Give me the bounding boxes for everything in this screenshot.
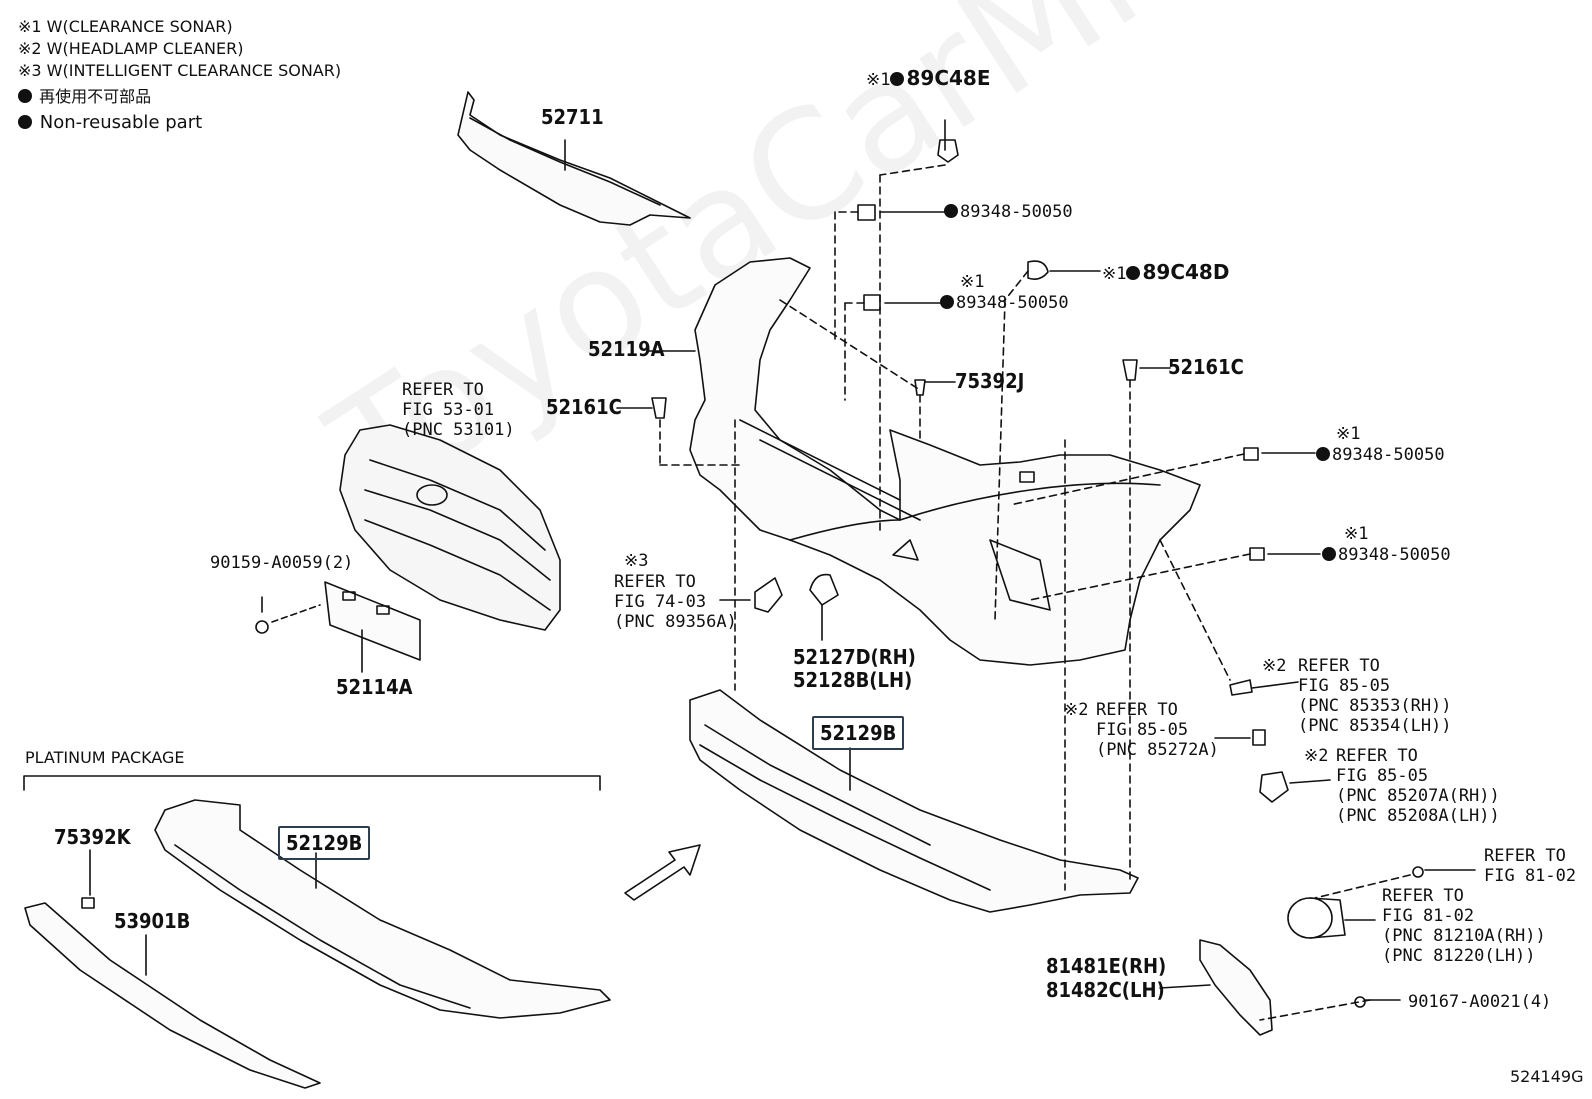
part-52119a-bumper-cover [689,257,1201,666]
note-cleaner-clip: ※2 [1064,700,1089,720]
legend-item-3: ※3 W(INTELLIGENT CLEARANCE SONAR) [18,61,342,80]
label-52119a: 52119A [588,337,665,361]
figure-id: 524149G [1510,1067,1584,1086]
label-89348-a: 89348-50050 [944,202,1073,222]
nonreusable-icon [1322,547,1336,561]
label-53901b: 53901B [114,909,191,933]
legend-jp-text: 再使用不可部品 [39,87,152,106]
legend-nonreusable-en: Non-reusable part [18,112,202,134]
label-89c48e: ※1 89C48E [866,68,991,90]
note-sonar: ※3 [624,551,649,571]
bullet-icon [18,115,32,129]
label-52127d: 52127D(RH) [793,645,916,669]
direction-arrow [624,844,701,901]
label-52161c-right: 52161C [1168,355,1244,379]
part-grille [339,424,561,631]
label-89348-b: 89348-50050 [940,293,1069,313]
part-81481e-fog-bezel [1199,939,1273,1036]
platinum-package-label: PLATINUM PACKAGE [25,748,185,767]
part-number: 89C48D [1142,260,1230,284]
part-52129b-lower-spoiler [689,689,1139,913]
label-90167: 90167-A0021(4) [1408,992,1552,1012]
ref-sonar: REFER TO FIG 74-03 (PNC 89356A) [614,572,737,632]
ref-grille: REFER TO FIG 53-01 (PNC 53101) [402,380,515,440]
ref-cleaner-nozzle: REFER TO FIG 85-05 (PNC 85207A(RH)) (PNC… [1336,746,1500,826]
nonreusable-icon [890,72,905,86]
label-89c48d: ※1 89C48D [1102,262,1229,284]
label-75392j: 75392J [955,369,1025,393]
note-cleaner-nozzle: ※2 [1304,746,1329,766]
part-number: 89348-50050 [956,293,1069,313]
part-number: 89348-50050 [1338,545,1451,565]
part-number: 89C48E [906,66,991,90]
part-number: 89348-50050 [960,202,1073,222]
legend-item-2: ※2 W(HEADLAMP CLEANER) [18,39,244,58]
part-52129b-platinum-spoiler [154,799,611,1019]
label-81481e: 81481E(RH) [1046,954,1167,978]
note-mark: ※1 [866,70,891,90]
ref-cleaner-cover: REFER TO FIG 85-05 (PNC 85353(RH)) (PNC … [1298,656,1452,736]
note-89348-d: ※1 [1344,524,1369,544]
nonreusable-icon [944,204,958,218]
label-89348-d: 89348-50050 [1322,545,1451,565]
label-90159: 90159-A0059(2) [210,553,354,573]
note-89348-c: ※1 [1336,424,1361,444]
part-number: 52129B [286,831,363,855]
note-cleaner-cover: ※2 [1262,656,1287,676]
bullet-icon [18,89,32,103]
highlight-52129b-main: 52129B [812,716,905,750]
part-number: 89348-50050 [1332,445,1445,465]
note-89348-b: ※1 [960,272,985,292]
legend-item-1: ※1 W(CLEARANCE SONAR) [18,17,233,36]
highlight-52129b-platinum: 52129B [278,826,371,860]
part-number: 52129B [820,721,897,745]
note-mark: ※1 [1102,264,1127,284]
part-52114a-plate-bracket [324,581,421,661]
ref-cleaner-clip: REFER TO FIG 85-05 (PNC 85272A) [1096,700,1219,760]
label-89348-c: 89348-50050 [1316,445,1445,465]
nonreusable-icon [1316,447,1330,461]
label-75392k: 75392K [54,825,131,849]
label-81482c: 81482C(LH) [1046,978,1165,1002]
ref-fog-lamp: REFER TO FIG 81-02 (PNC 81210A(RH)) (PNC… [1382,886,1546,966]
part-53901b-moulding [24,902,321,1089]
nonreusable-icon [1126,266,1141,280]
label-52161c-left: 52161C [546,395,622,419]
label-52711: 52711 [541,105,604,129]
label-52114a: 52114A [336,675,413,699]
nonreusable-icon [940,295,954,309]
legend-nonreusable-jp: 再使用不可部品 [18,86,151,108]
label-52128b: 52128B(LH) [793,668,913,692]
legend-en-text: Non-reusable part [39,112,203,133]
ref-fog-bolt: REFER TO FIG 81-02 [1484,846,1577,886]
